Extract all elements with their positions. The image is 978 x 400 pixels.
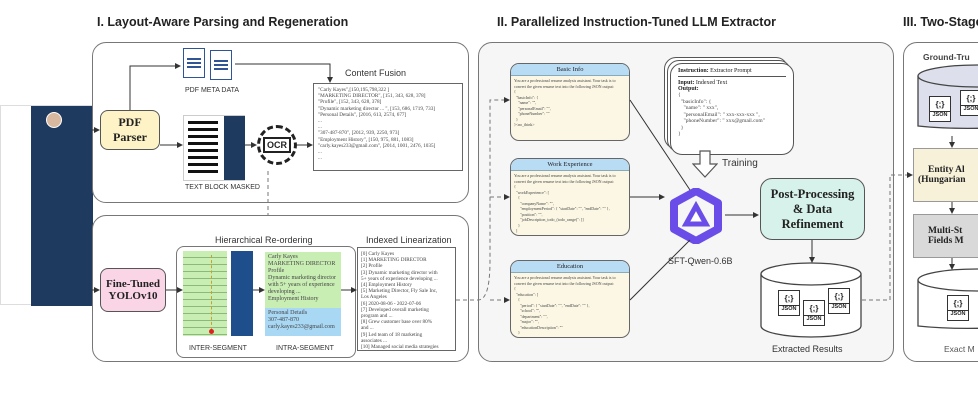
reordering-label: Hierarchical Re-ordering — [215, 235, 313, 245]
training-arrow-icon — [692, 150, 718, 178]
json-file-icon: {;}JSON — [803, 300, 825, 326]
intra-segment-label: INTRA-SEGMENT — [276, 345, 334, 352]
resume-thumbnail — [0, 105, 93, 306]
training-label: Training — [722, 158, 758, 169]
json-file-icon: {;}JSON — [947, 295, 969, 321]
section-title-layout-parsing: I. Layout-Aware Parsing and Regeneration — [97, 15, 349, 29]
yolo-box: Fine-Tuned YOLOv10 — [100, 268, 166, 312]
qwen-logo-icon — [670, 188, 722, 244]
post-processing-box: Post-Processing & Data Refinement — [760, 178, 865, 240]
extractor-prompt-card: Instruction: Extractor Prompt Input: Ind… — [670, 63, 794, 155]
intra-segment-green: Carly Kayes MARKETING DIRECTOR Profile D… — [265, 252, 341, 308]
pdf-parser-box: PDF Parser — [100, 110, 160, 150]
ocr-icon: OCR — [257, 125, 297, 165]
extracted-results-label: Extracted Results — [772, 344, 843, 354]
json-file-icon: {;}JSON — [778, 290, 800, 316]
ground-truth-label: Ground-Tru — [923, 52, 970, 62]
text-block-masked-image — [183, 115, 245, 181]
reordering-box — [176, 246, 356, 358]
entity-alignment-box: Entity Al(Hungarian — [913, 148, 978, 202]
section-title-two-stage: III. Two-Stage — [903, 15, 978, 29]
model-label: SFT-Qwen-0.6B — [668, 256, 733, 266]
intra-segment-blue: Personal Details 307-487-870 carly.kayes… — [265, 308, 341, 336]
section-title-llm-extractor: II. Parallelized Instruction-Tuned LLM E… — [497, 15, 776, 29]
indexed-linearization-box: [0] Carly Kayes [1] MARKETING DIRECTOR [… — [357, 247, 456, 351]
linearization-label: Indexed Linearization — [366, 235, 452, 245]
text-block-label: TEXT BLOCK MASKED — [185, 184, 260, 191]
pdf-meta-label: PDF META DATA — [185, 87, 240, 94]
content-fusion-label: Content Fusion — [345, 68, 407, 78]
content-fusion-box: "Carly Kayes",[150,195,798,322 ] "MARKET… — [313, 83, 463, 171]
exact-match-label: Exact M — [944, 344, 975, 354]
inter-segment-image — [183, 251, 253, 336]
inter-segment-label: INTER-SEGMENT — [189, 345, 247, 352]
json-file-icon: {;}JSON — [828, 288, 850, 314]
pdf-file-icon — [183, 48, 205, 78]
json-file-icon: {;}JSON — [929, 96, 951, 122]
pdf-file-icon — [210, 50, 232, 80]
json-file-icon: {;}JSON — [960, 90, 978, 116]
